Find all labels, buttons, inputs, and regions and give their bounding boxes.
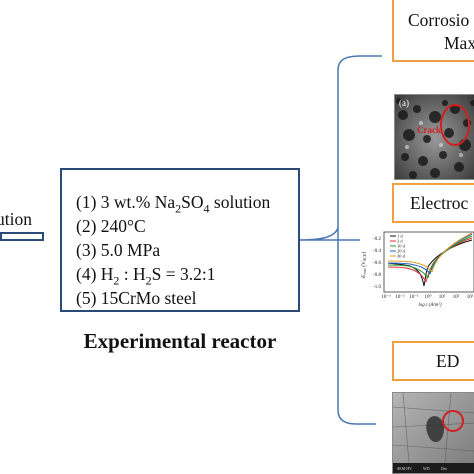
sem-footer-3: Det xyxy=(441,466,448,471)
polarization-curves xyxy=(387,232,473,287)
svg-text:10³: 10³ xyxy=(467,294,474,300)
eds-header-line1: ED xyxy=(436,351,460,371)
electrochem-header-line1: Electroc xyxy=(410,193,469,213)
svg-text:20 d: 20 d xyxy=(397,249,406,254)
crack-highlight xyxy=(440,104,470,146)
sem-footer-1: SEM HV xyxy=(397,466,412,471)
condition-2: (2) 240°C xyxy=(76,216,146,236)
eds-spot-highlight xyxy=(442,410,464,432)
solution-label-fragment: ution xyxy=(0,209,32,229)
conditions-box: (1) 3 wt.% Na2SO4 solution (2) 240°C (3)… xyxy=(60,168,300,312)
sem-image: (a) Crack xyxy=(395,95,474,179)
corrosion-header-box: Corrosio Max xyxy=(392,0,474,62)
panel-tag: (a) xyxy=(399,98,409,108)
electrochem-header-box: Electroc xyxy=(392,183,474,223)
eds-header-box: ED xyxy=(392,341,474,381)
svg-text:3 d: 3 d xyxy=(397,239,403,244)
svg-text:log i (A/m²): log i (A/m²) xyxy=(418,302,441,308)
svg-text:10⁻³: 10⁻³ xyxy=(381,294,391,300)
svg-text:-0.6: -0.6 xyxy=(373,261,381,266)
sem-image-panel: (a) Crack xyxy=(394,94,474,180)
eds-image: SEM HV WD Det xyxy=(393,393,474,473)
reactor-caption: Experimental reactor xyxy=(83,329,277,353)
condition-3: (3) 5.0 MPa xyxy=(76,240,161,260)
y-axis-label: Ecorr (VSCE) xyxy=(360,252,367,279)
corrosion-header-line2: Max xyxy=(444,33,474,53)
svg-text:-0.2: -0.2 xyxy=(373,237,381,242)
svg-text:30 d: 30 d xyxy=(397,254,406,259)
sem-footer-2: WD xyxy=(423,466,430,471)
svg-text:10⁰: 10⁰ xyxy=(424,294,431,300)
crack-label: Crack xyxy=(417,125,441,135)
svg-text:10¹: 10¹ xyxy=(439,294,446,300)
eds-image-panel: SEM HV WD Det xyxy=(392,392,474,474)
svg-text:10⁻¹: 10⁻¹ xyxy=(409,294,419,300)
condition-1: (1) 3 wt.% Na2SO4 solution xyxy=(76,192,271,216)
svg-text:10 d: 10 d xyxy=(397,244,406,249)
polarization-panel: -0.2 -0.4 -0.6 -0.8 -1.0 10⁻³ 10⁻² 10⁻¹ … xyxy=(360,228,474,310)
plot-frame xyxy=(383,231,474,293)
condition-5: (5) 15CrMo steel xyxy=(76,288,197,308)
arrow-right-icon xyxy=(0,232,44,241)
svg-text:1 d: 1 d xyxy=(397,234,403,239)
svg-text:10⁻²: 10⁻² xyxy=(395,294,405,300)
svg-text:-1.0: -1.0 xyxy=(373,285,381,290)
polarization-plot: -0.2 -0.4 -0.6 -0.8 -1.0 10⁻³ 10⁻² 10⁻¹ … xyxy=(360,228,474,310)
svg-text:-0.8: -0.8 xyxy=(373,273,381,278)
plot-legend: 1 d 3 d 10 d 20 d 30 d xyxy=(390,234,406,259)
corrosion-header-line1: Corrosio xyxy=(408,10,470,30)
condition-4: (4) H2 : H2S = 3.2:1 xyxy=(76,264,216,288)
svg-text:-0.4: -0.4 xyxy=(373,249,381,254)
svg-text:10²: 10² xyxy=(453,294,460,300)
